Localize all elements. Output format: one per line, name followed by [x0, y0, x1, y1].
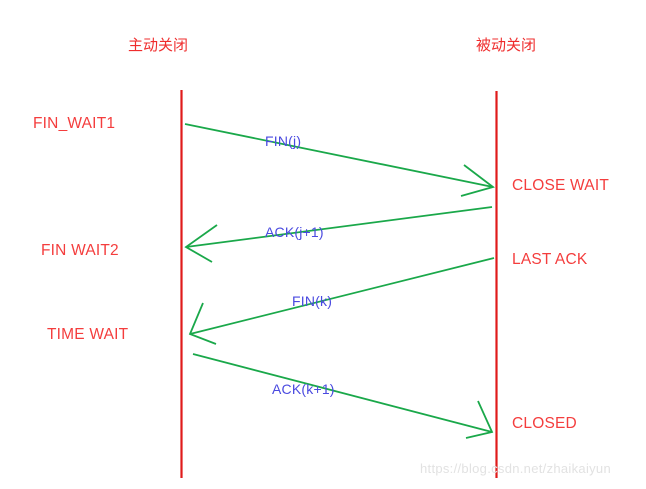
arrowhead-ack-j1 — [184, 224, 218, 263]
message-label-fin-j: FIN(j) — [265, 133, 302, 149]
message-arrow-ack-j1 — [185, 206, 493, 248]
state-label-fin-wait-1: FIN_WAIT1 — [33, 115, 116, 132]
message-arrow-fin-j — [184, 123, 494, 188]
watermark-text: https://blog.csdn.net/zhaikaiyun — [420, 461, 611, 476]
state-label-close-wait: CLOSE WAIT — [512, 177, 610, 194]
message-label-ack-j1: ACK(j+1) — [265, 224, 324, 240]
column-header-passive-close: 被动关闭 — [476, 36, 537, 54]
state-label-last-ack: LAST ACK — [512, 251, 588, 268]
message-arrow-ack-k1 — [192, 353, 493, 433]
column-header-active-close: 主动关闭 — [128, 36, 189, 54]
arrowhead-fin-j — [460, 164, 495, 197]
state-label-closed: CLOSED — [512, 415, 577, 432]
state-label-time-wait: TIME WAIT — [47, 326, 129, 343]
state-label-fin-wait-2: FIN WAIT2 — [41, 242, 119, 259]
message-label-fin-k: FIN(k) — [292, 293, 333, 309]
message-arrow-fin-k — [189, 257, 495, 335]
message-label-ack-k1: ACK(k+1) — [272, 381, 335, 397]
arrowhead-fin-k — [188, 302, 217, 345]
arrowhead-ack-k1 — [465, 400, 494, 439]
